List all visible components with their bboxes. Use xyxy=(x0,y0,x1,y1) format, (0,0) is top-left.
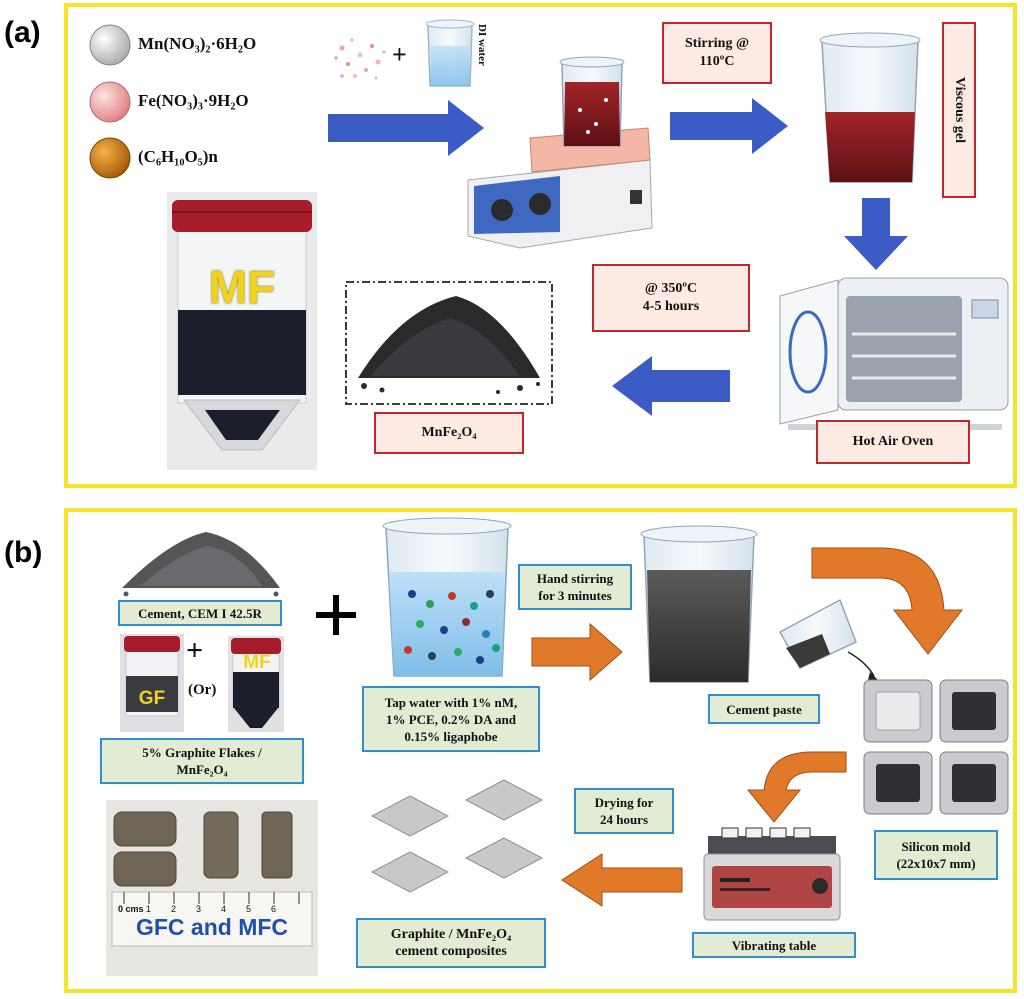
ruler-number: 6 xyxy=(271,904,277,914)
composite-plates xyxy=(370,779,544,893)
vibrating-table-box: Vibrating table xyxy=(692,932,856,958)
panel-a-label: (a) xyxy=(4,16,41,49)
silicon-mold-box: Silicon mold (22x10x7 mm) xyxy=(874,830,998,880)
or-label: (Or) xyxy=(188,682,217,698)
gel-beaker xyxy=(819,32,921,183)
salt-particles xyxy=(334,38,386,80)
gf-jar-label: GF xyxy=(138,688,166,709)
small-plus-sign: + xyxy=(186,634,204,667)
stirring-box: Stirring @ 110ºC xyxy=(662,22,772,84)
panel-b-frame xyxy=(64,508,1017,993)
specimen-photo xyxy=(106,800,318,976)
product-label-box: MnFe₂O₄ xyxy=(374,412,524,454)
mf-small-jar-photo xyxy=(228,636,284,732)
water-beaker xyxy=(382,517,512,677)
reagent-fe-label: Fe(NO₃)₃·9H₂O xyxy=(138,91,249,110)
ruler-number: 2 xyxy=(171,904,177,914)
panel-b-label: (b) xyxy=(4,536,43,569)
cement-powder xyxy=(122,532,280,597)
product-dashed-box xyxy=(345,281,553,405)
plus-sign: + xyxy=(392,40,407,69)
arrow-to-product xyxy=(612,356,730,416)
fe-nitrate-ball xyxy=(89,81,131,123)
ruler-number: 3 xyxy=(196,904,202,914)
mnfe2o4-powder xyxy=(358,296,540,394)
panel-a-frame xyxy=(64,3,1017,488)
drying-box: Drying for 24 hours xyxy=(574,788,674,834)
arrow-to-gel xyxy=(670,98,788,154)
ruler-number: 5 xyxy=(246,904,252,914)
mf-jar-photo xyxy=(167,192,317,470)
fillers-label-box: 5% Graphite Flakes / MnFe₂O₄ xyxy=(100,738,304,784)
curved-arrow-to-table xyxy=(746,751,847,823)
specimen-label: GFC and MFC xyxy=(135,914,289,940)
ruler-number: 4 xyxy=(221,904,227,914)
arrow-to-hotplate xyxy=(328,100,484,156)
hot-air-oven xyxy=(779,277,1009,430)
silicon-mold-grid xyxy=(863,679,1009,815)
starch-ball xyxy=(89,137,131,179)
ruler-unit-label: 0 cms xyxy=(118,904,144,914)
curved-arrow-to-mold xyxy=(811,547,964,655)
oven-label-box: Hot Air Oven xyxy=(816,420,970,464)
mn-nitrate-ball xyxy=(89,24,131,66)
hand-stirring-box: Hand stirring for 3 minutes xyxy=(518,564,632,610)
gf-jar-photo xyxy=(120,634,184,732)
cement-paste-beaker xyxy=(640,525,758,683)
heating-box: @ 350ºC 4-5 hours xyxy=(592,264,750,332)
pouring-cup xyxy=(778,598,878,680)
water-label-box: Tap water with 1% nM, 1% PCE, 0.2% DA an… xyxy=(362,686,540,752)
heated-beaker xyxy=(559,56,625,147)
composites-label-box: Graphite / MnFe₂O₄ cement composites xyxy=(356,918,546,968)
arrow-to-composites xyxy=(561,853,683,907)
hotplate-stirrer xyxy=(467,127,653,249)
arrow-to-paste xyxy=(531,622,623,682)
big-plus xyxy=(316,595,356,635)
di-water-beaker xyxy=(425,19,475,87)
cement-label-box: Cement, CEM I 42.5R xyxy=(118,600,282,626)
viscous-gel-box: Viscous gel xyxy=(942,22,976,198)
reagent-mn-label: Mn(NO₃)₂·6H₂O xyxy=(138,34,257,53)
di-water-label: DI water xyxy=(476,24,488,66)
mf-small-jar-label: MF xyxy=(243,652,271,673)
reagent-starch-label: (C₆H₁₀O₅)n xyxy=(138,147,218,166)
arrow-to-oven xyxy=(844,198,908,270)
vibrating-table xyxy=(703,827,841,921)
mf-jar-label: MF xyxy=(208,261,276,313)
ruler-number: 1 xyxy=(146,904,152,914)
cement-paste-box: Cement paste xyxy=(708,694,820,724)
